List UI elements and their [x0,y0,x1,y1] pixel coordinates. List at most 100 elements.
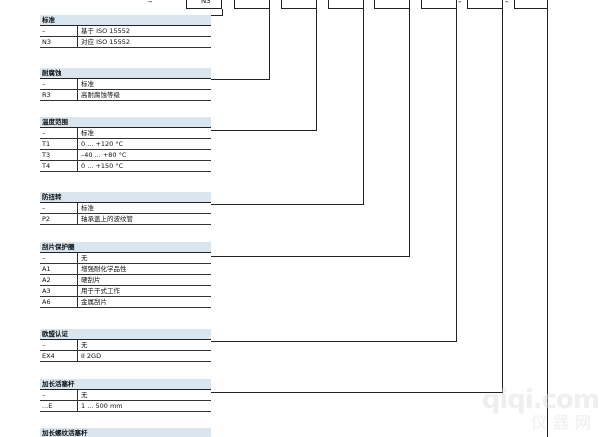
section-title: 欧盟认证 [40,329,211,340]
connector-ex-cert-h [211,341,457,342]
row-desc: 1 ... 500 mm [81,402,123,410]
code-box-corrosion [234,0,270,9]
code-box-standard: N3 [186,0,222,9]
watermark-top: qiqi.com [481,385,600,415]
row-desc: –40 ... +80 °C [81,151,127,159]
row-code: – [40,26,78,36]
table-row: –无 [40,390,211,401]
section-title: 标准 [40,15,211,26]
row-desc: 轴承盖上的波纹管 [81,215,133,223]
connector-temperature-v [316,9,317,130]
row-code: T3 [40,150,78,160]
connector-ex-cert-v [456,9,457,341]
row-code: N3 [40,37,78,47]
section-title: 加长螺纹活塞杆 [40,428,211,437]
table-row: –无 [40,253,211,264]
table-row: T3–40 ... +80 °C [40,150,211,161]
row-code: – [40,340,78,350]
row-code: – [40,253,78,263]
row-desc: II 2GD [81,352,102,360]
table-row: –基于 ISO 15552 [40,26,211,37]
connector-wiper-v [409,9,410,256]
leading-dash: – [148,0,153,7]
section-thread-extension: 加长螺纹活塞杆 [40,428,211,437]
row-code: T4 [40,161,78,171]
row-desc: 无 [81,341,88,349]
connector-anti-twist-h [211,204,364,205]
connector-temperature-h [211,130,317,131]
row-code: – [40,203,78,213]
code-box-wiper [374,0,410,9]
section-title: 刮片保护圈 [40,242,211,253]
table-row: –标准 [40,128,211,139]
code-box-temperature [281,0,317,9]
connector-standard-h [211,15,223,16]
row-code: A6 [40,297,78,307]
row-code: – [40,390,78,400]
order-code-strip: – N3 - - [0,0,605,10]
separator-dash-1: - [458,0,462,7]
connector-corrosion-h [211,79,270,80]
separator-dash-2: - [505,0,509,7]
row-desc: 基于 ISO 15552 [81,27,130,35]
row-desc: 0 ... +120 °C [81,140,124,148]
row-code: R3 [40,90,78,100]
connector-rod-extension-h [211,392,503,393]
connector-standard-v [222,9,223,15]
watermark: qiqi.com 仪器网 [474,385,600,433]
code-box-thread-extension [514,0,548,9]
code-box-rod-extension [467,0,503,9]
row-code: – [40,128,78,138]
row-desc: 用于干式工作 [81,287,120,295]
section-title: 加长活塞杆 [40,379,211,390]
row-code: P2 [40,214,78,224]
row-desc: 标准 [81,129,94,137]
row-code: – [40,79,78,89]
row-code: A3 [40,286,78,296]
section-title: 防扭转 [40,192,211,203]
section-title: 温度范围 [40,117,211,128]
row-desc: 金属刮片 [81,298,107,306]
row-code: A2 [40,275,78,285]
row-desc: 标准 [81,204,94,212]
row-desc: 增强耐化学品性 [81,265,127,273]
connector-wiper-h [211,256,410,257]
table-row: –标准 [40,203,211,214]
code-box-standard-value: N3 [201,0,211,5]
connector-corrosion-v [269,9,270,79]
section-title: 耐腐蚀 [40,68,211,79]
row-desc: 无 [81,254,88,262]
row-code: EX4 [40,351,78,361]
connector-anti-twist-v [363,9,364,204]
row-code: T1 [40,139,78,149]
row-desc: 硬刮片 [81,276,101,284]
code-box-anti-twist [328,0,364,9]
row-desc: 标准 [81,80,94,88]
row-code: ...E [40,401,78,411]
row-desc: 0 ... +150 °C [81,162,124,170]
connector-rod-extension-v [502,9,503,392]
connector-thread-extension-v [547,9,548,437]
watermark-bottom: 仪器网 [530,413,597,432]
code-box-ex-cert [421,0,457,9]
row-desc: 高耐腐蚀等级 [81,91,120,99]
row-desc: 无 [81,391,88,399]
